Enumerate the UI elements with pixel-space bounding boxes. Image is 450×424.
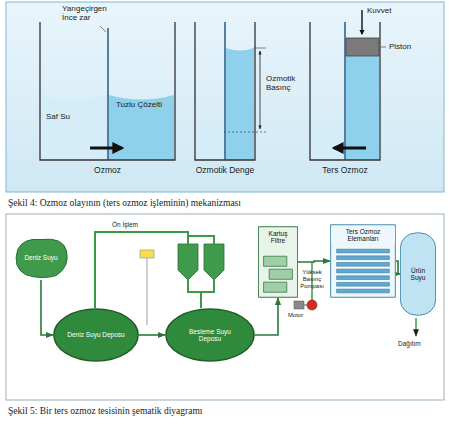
force-label: Kuvvet	[367, 6, 417, 15]
pipe-connector	[396, 261, 400, 274]
cartridge-filter: Kartuş Filtre	[258, 226, 298, 298]
figure-part-label: Ozmotik Denge	[180, 166, 270, 176]
salt-solution-label: Tuzlu Çözelti	[116, 100, 170, 109]
pipe-connector	[298, 261, 330, 262]
node-label: Kartuş Filtre	[259, 229, 297, 246]
node-label: Ters Ozmoz Elemanları	[331, 227, 395, 244]
feed-water-tank: Besleme Suyu Deposu	[165, 308, 255, 362]
pipe-connector	[41, 280, 53, 335]
motor-label: Motor	[288, 312, 318, 319]
figure-caption: Şekil 4: Ozmoz olayının (ters ozmoz işle…	[8, 198, 444, 209]
figure-part-label: Ters Ozmoz	[300, 166, 390, 176]
ro-elements: Ters Ozmoz Elemanları	[330, 224, 396, 298]
figure-caption: Şekil 5: Bir ters ozmoz tesisinin şemati…	[8, 406, 444, 417]
reverse-osmosis-beaker	[310, 10, 386, 160]
pretreatment-label: Ön İşlem	[112, 221, 172, 228]
pump-label: Yüksek Basınç Pompası	[295, 269, 329, 290]
pipe-connector	[255, 298, 278, 335]
seawater-source: Deniz Suyu	[12, 236, 70, 280]
membrane-label: Yarıgeçirgen İnce zar	[62, 4, 122, 22]
node-label: Deniz Suyu Deposu	[65, 330, 126, 339]
piston-label: Piston	[389, 42, 439, 51]
panel	[6, 2, 444, 192]
equilibrium-beaker	[195, 22, 266, 160]
node-label: Deniz Suyu	[22, 253, 59, 262]
pipe-connector	[139, 334, 165, 336]
osmosis-beaker	[40, 22, 175, 160]
pure-water-label: Saf Su	[46, 112, 96, 121]
outlet-pipe	[415, 318, 417, 336]
figure-part-label: Ozmoz	[40, 166, 175, 176]
node-label: Ürün Suyu	[401, 266, 435, 283]
distribution-label: Dağıtım	[398, 340, 442, 347]
node-label: Besleme Suyu Deposu	[177, 327, 243, 344]
osmotic-pressure-label: Ozmotik Basınç	[266, 74, 308, 92]
seawater-tank: Deniz Suyu Deposu	[53, 308, 139, 362]
panel	[6, 214, 444, 400]
product-tank: Ürün Suyu	[400, 232, 436, 316]
